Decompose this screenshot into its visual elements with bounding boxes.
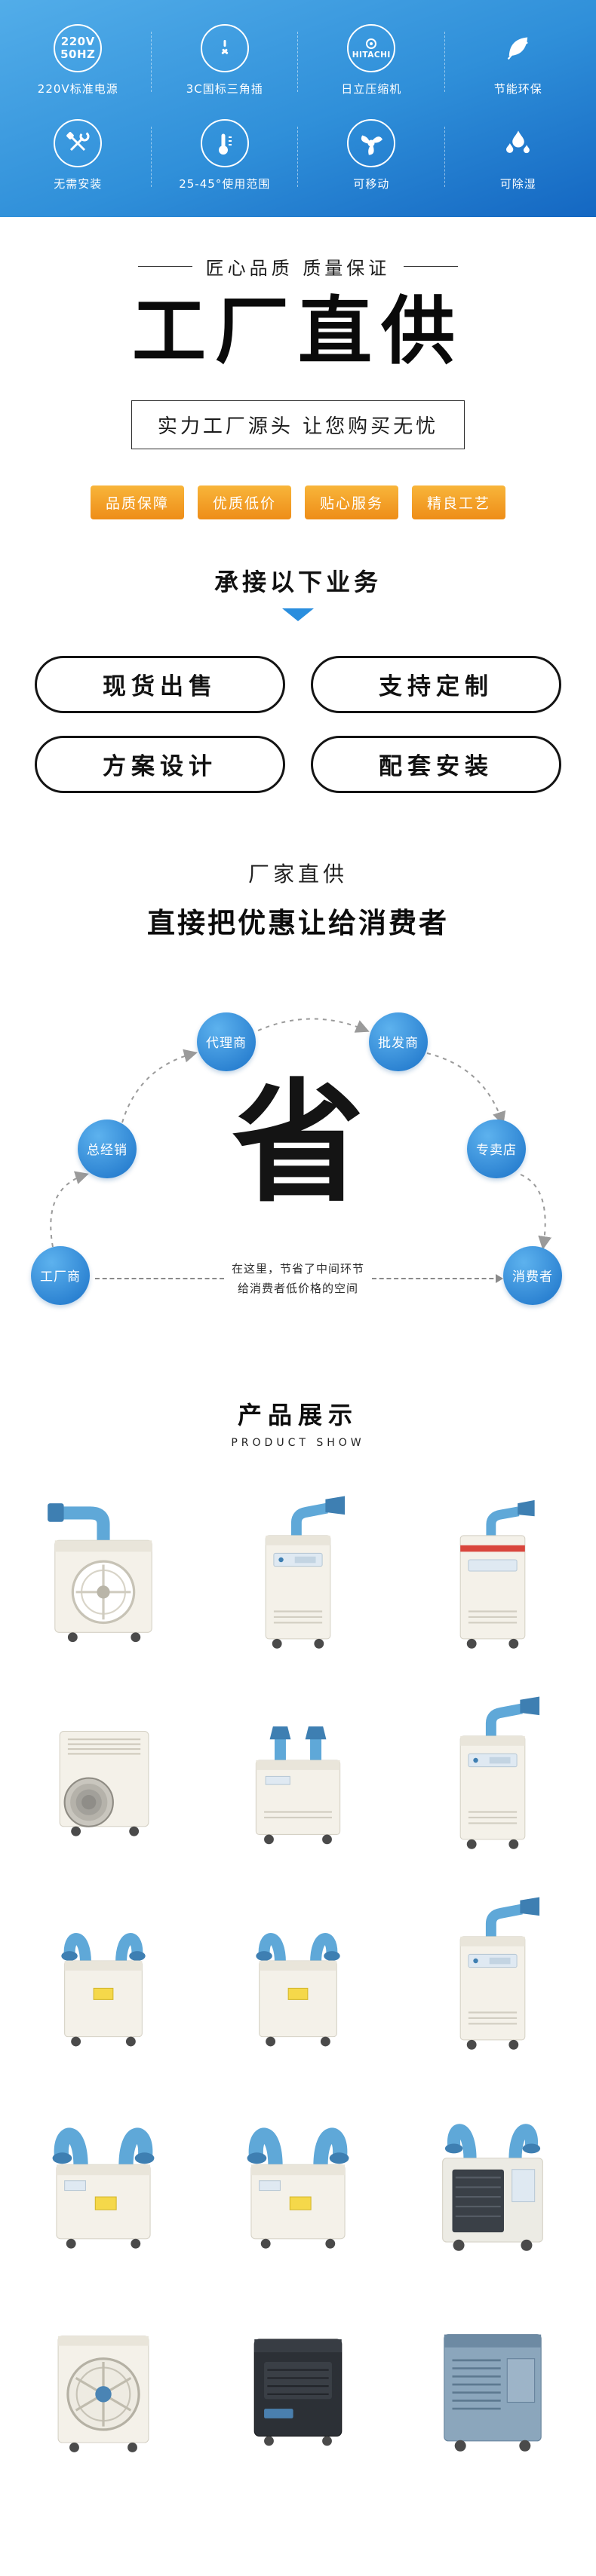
feature-label: 节能环保 xyxy=(493,82,542,96)
product-grid xyxy=(0,1476,596,2468)
feature-label: 可移动 xyxy=(353,177,390,191)
fan-icon xyxy=(347,119,396,167)
product-image-dual-duct-forward xyxy=(201,1877,395,2067)
feature-item-movable: 可移动 xyxy=(298,115,445,199)
feature-label: 可除湿 xyxy=(499,177,536,191)
product-image-tower-duct-right xyxy=(395,1877,590,2067)
product-image-blue-industrial-unit xyxy=(395,2278,590,2468)
hitachi-text: HITACHI xyxy=(352,51,391,60)
dashed-line-left xyxy=(95,1278,224,1280)
quality-tagline: 匠心品质 质量保证 xyxy=(205,258,391,279)
tag-service: 贴心服务 xyxy=(305,485,399,519)
products-title: 产品展示 xyxy=(237,1400,358,1429)
node-consumer: 消费者 xyxy=(503,1245,562,1305)
factory-section: 匠心品质 质量保证 工厂直供 实力工厂源头 让您购买无忧 品质保障 优质低价 贴… xyxy=(0,217,596,793)
product-image-dual-duct-forward xyxy=(6,1877,201,2067)
tag-quality: 品质保障 xyxy=(90,485,184,519)
product-image-box-dual-nozzle xyxy=(201,1677,395,1867)
savings-note-text: 在这里，节省了中间环节 给消费者低价格的空间 xyxy=(232,1259,364,1299)
product-image-dual-duct-large xyxy=(6,2078,201,2268)
product-image-dual-duct-large xyxy=(201,2078,395,2268)
feature-banner: 220V 50HZ 220V标准电源 3C国标三角插 xyxy=(0,0,596,217)
solution-design-button[interactable]: 方案设计 xyxy=(35,735,285,793)
leaf-icon xyxy=(494,24,542,72)
dashed-arrow-right xyxy=(372,1274,504,1284)
product-image-round-fan-unit xyxy=(6,2278,201,2468)
node-general-distributor: 总经销 xyxy=(78,1119,137,1178)
feature-item-power: 220V 50HZ 220V标准电源 xyxy=(5,20,152,104)
installation-button[interactable]: 配套安装 xyxy=(311,735,561,793)
supply-chain-diagram: 总经销 代理商 批发商 专卖店 工厂商 消费者 省 在这里，节省了中间环节 给消… xyxy=(0,966,596,1358)
feature-label: 日立压缩机 xyxy=(341,82,402,96)
business-buttons: 现货出售 支持定制 方案设计 配套安装 xyxy=(0,655,596,793)
custom-support-button[interactable]: 支持定制 xyxy=(311,655,561,713)
power-icon-line1: 220V xyxy=(60,34,95,48)
savings-note: 在这里，节省了中间环节 给消费者低价格的空间 xyxy=(95,1259,504,1299)
savings-note-line1: 在这里，节省了中间环节 xyxy=(232,1261,365,1276)
tag-price: 优质低价 xyxy=(197,485,291,519)
feature-item-plug: 3C国标三角插 xyxy=(152,20,299,104)
product-image-tower-duct-right-red xyxy=(395,1476,590,1666)
hitachi-logo-icon: HITACHI xyxy=(347,24,396,72)
supply-title: 厂家直供 xyxy=(247,861,348,887)
product-image-box-fan-duct-left xyxy=(6,1476,201,1666)
tools-icon xyxy=(54,119,103,167)
supply-chain-arrows xyxy=(50,1018,552,1250)
product-image-tower-duct-right xyxy=(395,1677,590,1867)
right-divider-line xyxy=(404,266,459,267)
save-character: 省 xyxy=(232,1067,364,1221)
feature-grid: 220V 50HZ 220V标准电源 3C国标三角插 xyxy=(5,20,591,199)
products-subtitle: PRODUCT SHOW xyxy=(231,1436,365,1449)
page-title: 工厂直供 xyxy=(131,289,464,375)
business-title: 承接以下业务 xyxy=(214,567,382,596)
product-image-black-box-unit xyxy=(201,2278,395,2468)
product-image-tower-duct-right xyxy=(201,1476,395,1666)
water-drops-icon xyxy=(494,119,542,167)
quality-tagline-row: 匠心品质 质量保证 xyxy=(0,253,596,280)
plug-icon xyxy=(200,24,249,72)
feature-label: 220V标准电源 xyxy=(37,82,118,96)
feature-label: 25-45°使用范围 xyxy=(179,177,271,191)
product-image-industrial-dual-duct xyxy=(395,2078,590,2268)
node-wholesaler: 批发商 xyxy=(369,1012,428,1071)
supply-subtitle: 直接把优惠让给消费者 xyxy=(147,906,449,939)
feature-item-temp-range: 25-45°使用范围 xyxy=(152,115,299,199)
factory-subtitle: 实力工厂源头 让您购买无忧 xyxy=(131,400,465,449)
left-divider-line xyxy=(137,266,192,267)
feature-item-no-install: 无需安装 xyxy=(5,115,152,199)
quality-tags: 品质保障 优质低价 贴心服务 精良工艺 xyxy=(0,485,596,519)
node-agent: 代理商 xyxy=(197,1012,256,1071)
power-icon-line2: 50HZ xyxy=(60,47,96,61)
feature-label: 无需安装 xyxy=(54,177,103,191)
feature-label: 3C国标三角插 xyxy=(186,82,263,96)
product-show-section: 产品展示 PRODUCT SHOW xyxy=(0,1358,596,2482)
supply-chain-section: 厂家直供 直接把优惠让给消费者 总经销 代理商 批发商 xyxy=(0,793,596,1358)
page: 220V 50HZ 220V标准电源 3C国标三角插 xyxy=(0,0,596,2482)
thermometer-icon xyxy=(200,119,249,167)
tag-craft: 精良工艺 xyxy=(412,485,506,519)
node-factory: 工厂商 xyxy=(31,1245,90,1305)
product-image-box-front-hose xyxy=(6,1677,201,1867)
savings-note-line2: 给消费者低价格的空间 xyxy=(238,1282,359,1296)
feature-item-hitachi: HITACHI 日立压缩机 xyxy=(298,20,445,104)
node-retail-store: 专卖店 xyxy=(467,1119,526,1178)
feature-item-dehumidify: 可除湿 xyxy=(445,115,592,199)
triangle-down-icon xyxy=(282,608,314,621)
in-stock-button[interactable]: 现货出售 xyxy=(35,655,285,713)
power-220v-icon: 220V 50HZ xyxy=(54,24,103,72)
feature-item-eco: 节能环保 xyxy=(445,20,592,104)
